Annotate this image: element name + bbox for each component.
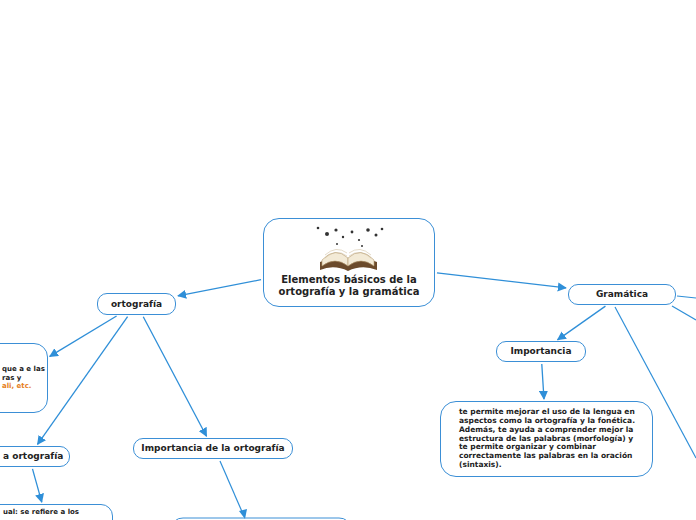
node-text: Importancia <box>501 346 581 357</box>
connector-arrow <box>50 316 117 356</box>
connector-arrow <box>437 273 566 288</box>
mind-map-node: te permite mejorar el uso de la lengua e… <box>440 401 653 477</box>
node-text: te permite mejorar el uso de la lengua e… <box>459 408 638 470</box>
mind-map-node: ortografía <box>97 293 176 315</box>
node-text: Gramática <box>573 289 671 300</box>
node-text: a ortografía <box>3 451 67 462</box>
book-illustration <box>317 227 384 271</box>
connector-arrow <box>178 280 261 296</box>
mind-map-node: Gramática <box>568 284 676 305</box>
mind-map-node: a ortografía <box>0 446 70 467</box>
off-page-lines <box>173 296 696 520</box>
node-text: ual: se refiere a los <box>3 508 108 516</box>
node-text: ortografía <box>102 299 171 310</box>
mind-map-node: ual: se refiere a los <box>0 504 113 520</box>
connector-arrow <box>32 469 41 502</box>
node-text: Elementos básicos de la ortografía y la … <box>272 274 426 298</box>
node-text: Importancia de la ortografía <box>138 443 288 454</box>
node-text: que a e las ras y <box>2 365 45 382</box>
connector-arrow <box>558 306 606 340</box>
mind-map-node: que a e las ras yali, etc. <box>0 343 48 413</box>
connector-arrow <box>38 317 128 445</box>
mind-map-node: Importancia <box>496 341 586 362</box>
node-text: ali, etc. <box>2 382 45 390</box>
mind-map-node: Elementos básicos de la ortografía y la … <box>263 218 435 307</box>
connector-arrow <box>542 364 544 399</box>
connector-arrow <box>143 317 206 436</box>
mind-map-node: Importancia de la ortografía <box>133 438 293 459</box>
